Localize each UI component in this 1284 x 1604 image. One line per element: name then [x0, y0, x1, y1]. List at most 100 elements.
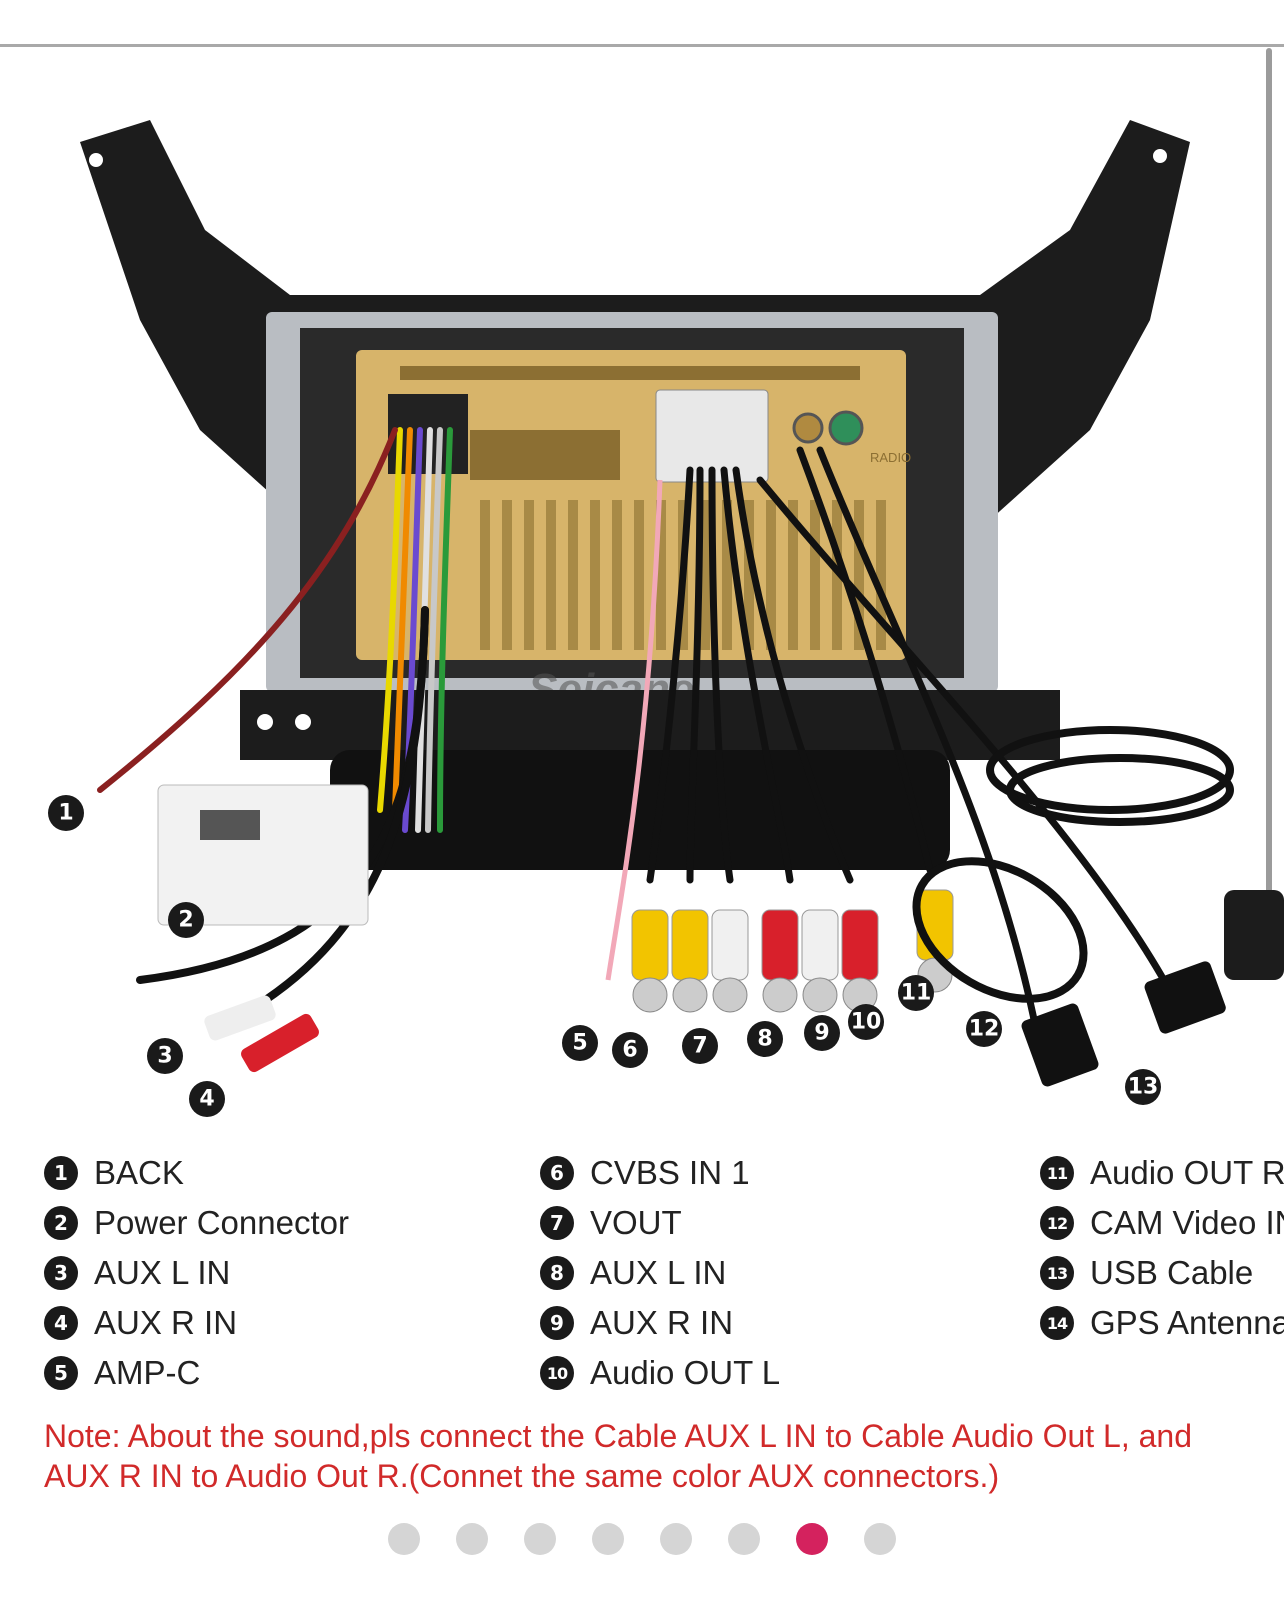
rca-plug: [801, 909, 839, 1013]
legend-label: Power Connector: [94, 1204, 349, 1241]
callout-8: 8: [747, 1021, 783, 1057]
legend-label: Audio OUT R: [1090, 1154, 1284, 1191]
svg-text:2: 2: [178, 908, 193, 933]
svg-text:8: 8: [757, 1027, 772, 1052]
number-badge: 7: [540, 1206, 574, 1240]
callout-11: 11: [898, 975, 934, 1011]
rca-plug: [841, 909, 879, 1013]
svg-text:RADIO: RADIO: [870, 450, 911, 465]
number-badge: 4: [44, 1306, 78, 1340]
number-badge: 12: [1040, 1206, 1074, 1240]
legend-item: 5 AMP-C: [44, 1348, 349, 1398]
legend-item: 11 Audio OUT R: [1040, 1148, 1284, 1198]
aux-plugs-left: [204, 995, 319, 1073]
legend-label: USB Cable: [1090, 1254, 1254, 1291]
pager-dot[interactable]: [592, 1523, 624, 1555]
callout-10: 10: [848, 1004, 884, 1040]
pager-dot[interactable]: [796, 1523, 828, 1555]
gps-antenna: [1224, 890, 1284, 980]
sound-note: Note: About the sound,pls connect the Ca…: [44, 1416, 1284, 1496]
legend-label: AUX L IN: [94, 1254, 231, 1291]
legend-item: 3 AUX L IN: [44, 1248, 349, 1298]
callout-5: 5: [562, 1025, 598, 1061]
callout-3: 3: [147, 1038, 183, 1074]
svg-text:9: 9: [814, 1021, 829, 1046]
rca-plug: [671, 909, 709, 1013]
legend-item: 1 BACK: [44, 1148, 349, 1198]
svg-text:13: 13: [1128, 1075, 1159, 1100]
number-badge: 13: [1040, 1256, 1074, 1290]
legend-item: 12 CAM Video IN: [1040, 1198, 1284, 1248]
legend-item: 8 AUX L IN: [540, 1248, 780, 1298]
rca-plug: [631, 909, 669, 1013]
legend-label: AUX R IN: [94, 1304, 238, 1341]
legend-label: CVBS IN 1: [590, 1154, 750, 1191]
pager-dot[interactable]: [388, 1523, 420, 1555]
number-badge: 9: [540, 1306, 574, 1340]
legend-item: 14 GPS Antenna: [1040, 1298, 1284, 1348]
top-divider: [0, 44, 1284, 47]
rca-plug: [711, 909, 749, 1013]
usb-plug-2: [1144, 961, 1226, 1034]
usb-plug-1: [1021, 1003, 1099, 1087]
callout-2: 2: [168, 902, 204, 938]
callout-6: 6: [612, 1032, 648, 1068]
legend-item: 9 AUX R IN: [540, 1298, 780, 1348]
number-badge: 5: [44, 1356, 78, 1390]
pager-dot[interactable]: [456, 1523, 488, 1555]
legend-item: 10 Audio OUT L: [540, 1348, 780, 1398]
legend-item: 2 Power Connector: [44, 1198, 349, 1248]
svg-text:4: 4: [199, 1087, 214, 1112]
callout-7: 7: [682, 1028, 718, 1064]
note-line-2: AUX R IN to Audio Out R.(Connet the same…: [44, 1458, 1000, 1494]
pager-dot[interactable]: [864, 1523, 896, 1555]
legend-label: VOUT: [590, 1204, 682, 1241]
number-badge: 6: [540, 1156, 574, 1190]
number-badge: 3: [44, 1256, 78, 1290]
callout-13: 13: [1125, 1069, 1161, 1105]
legend-item: 4 AUX R IN: [44, 1298, 349, 1348]
svg-text:6: 6: [622, 1038, 637, 1063]
scrollbar[interactable]: [1266, 48, 1272, 928]
svg-text:11: 11: [901, 981, 932, 1006]
number-badge: 11: [1040, 1156, 1074, 1190]
number-badge: 1: [44, 1156, 78, 1190]
legend-item: 13 USB Cable: [1040, 1248, 1284, 1298]
legend-label: AUX L IN: [590, 1254, 727, 1291]
legend-label: AMP-C: [94, 1354, 201, 1391]
pager-dot[interactable]: [728, 1523, 760, 1555]
pager-dot[interactable]: [524, 1523, 556, 1555]
svg-text:12: 12: [969, 1017, 1000, 1042]
legend-label: GPS Antenna: [1090, 1304, 1284, 1341]
number-badge: 8: [540, 1256, 574, 1290]
antenna-socket: [792, 412, 824, 444]
legend-column-2: 6 CVBS IN 1 7 VOUT 8 AUX L IN 9 AUX R IN 10 Audio…: [540, 1148, 780, 1398]
legend-label: AUX R IN: [590, 1304, 734, 1341]
callout-9: 9: [804, 1015, 840, 1051]
number-badge: 2: [44, 1206, 78, 1240]
radio-socket: [828, 410, 864, 446]
legend-column-3: 11 Audio OUT R 12 CAM Video IN 13 USB Cable 14…: [1040, 1148, 1284, 1348]
rca-plug: [761, 909, 799, 1013]
svg-text:5: 5: [572, 1031, 587, 1056]
callout-1: 1: [48, 795, 84, 831]
legend-label: Audio OUT L: [590, 1354, 781, 1391]
number-badge: 10: [540, 1356, 574, 1390]
legend-label: BACK: [94, 1154, 184, 1191]
svg-text:10: 10: [851, 1010, 882, 1035]
wiring-diagram: RADIO Seicane: [48, 120, 1284, 1117]
svg-text:7: 7: [692, 1034, 707, 1059]
carousel-pager: [0, 1523, 1284, 1555]
svg-text:3: 3: [157, 1044, 172, 1069]
legend-column-1: 1 BACK 2 Power Connector 3 AUX L IN 4 AUX R IN 5…: [44, 1148, 349, 1398]
callout-12: 12: [966, 1011, 1002, 1047]
callout-4: 4: [189, 1081, 225, 1117]
pager-dot[interactable]: [660, 1523, 692, 1555]
legend-item: 7 VOUT: [540, 1198, 780, 1248]
number-badge: 14: [1040, 1306, 1074, 1340]
note-line-1: Note: About the sound,pls connect the Ca…: [44, 1418, 1193, 1454]
legend-label: CAM Video IN: [1090, 1204, 1284, 1241]
legend-item: 6 CVBS IN 1: [540, 1148, 780, 1198]
svg-text:1: 1: [58, 801, 73, 826]
